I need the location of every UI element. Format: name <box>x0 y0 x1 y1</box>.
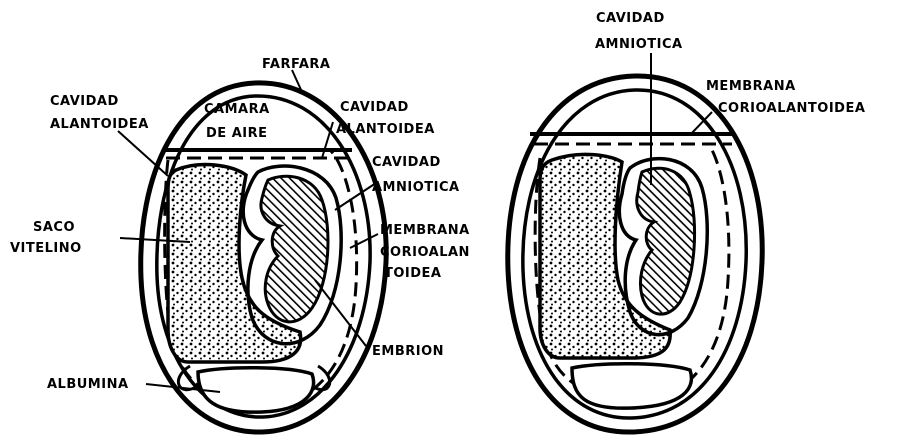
label-cavidad-amniotica-line2: AMNIOTICA <box>372 180 460 195</box>
label-cavidad-alantoidea-2-line2: ALANTOIDEA <box>336 122 435 137</box>
label-cavidad-alantoidea-2-line1: CAVIDAD <box>340 100 409 115</box>
label-right-membrana-line1: MEMBRANA <box>706 79 796 94</box>
label-membrana-line2: CORIOALAN <box>380 245 470 260</box>
label-membrana-line3: TOIDEA <box>384 266 442 281</box>
label-cavidad-alantoidea-1-line2: ALANTOIDEA <box>50 117 149 132</box>
right-albumen <box>572 364 691 408</box>
label-right-cavidad-amniotica-line1: CAVIDAD <box>596 11 665 26</box>
label-albumina: ALBUMINA <box>47 377 129 392</box>
leader-embrion <box>315 280 366 346</box>
leader-membrana <box>350 234 378 248</box>
label-right-cavidad-amniotica-line2: AMNIOTICA <box>595 37 683 52</box>
albumen <box>198 368 314 412</box>
label-embrion: EMBRION <box>372 344 444 359</box>
label-saco-line1: SACO <box>33 220 75 235</box>
label-cavidad-amniotica-line1: CAVIDAD <box>372 155 441 170</box>
right-labels: CAVIDAD AMNIOTICA MEMBRANA CORIOALANTOID… <box>595 11 865 116</box>
label-camara-line1: CAMARA <box>204 102 270 117</box>
label-membrana-line1: MEMBRANA <box>380 223 470 238</box>
left-embryo <box>261 176 328 322</box>
label-saco-line2: VITELINO <box>10 241 82 256</box>
leader-cavidad-amniotica <box>335 183 376 210</box>
label-right-membrana-line2: CORIOALANTOIDEA <box>718 101 865 116</box>
label-farfara: FARFARA <box>262 57 330 72</box>
right-embryo <box>637 168 695 314</box>
label-cavidad-alantoidea-1-line1: CAVIDAD <box>50 94 119 109</box>
label-camara-line2: DE AIRE <box>206 126 268 141</box>
